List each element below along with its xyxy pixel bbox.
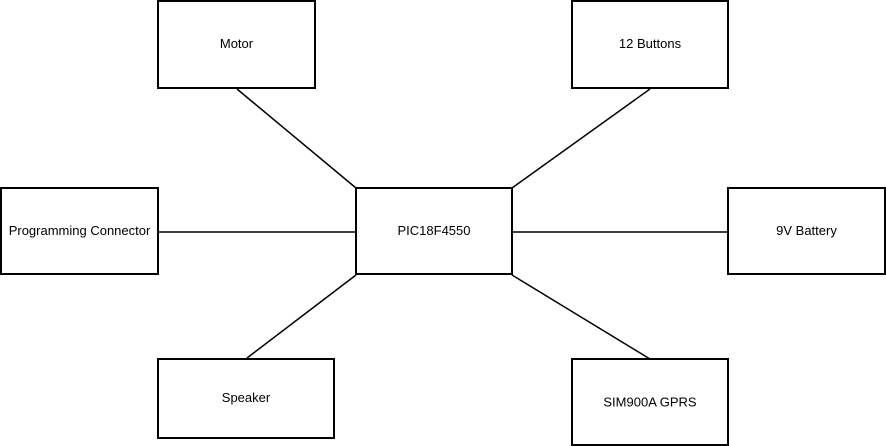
edge-mcu-motor <box>236 88 357 189</box>
gprs-box <box>571 358 729 446</box>
motor-block: Motor <box>157 0 316 89</box>
programming-connector-box <box>0 187 159 275</box>
programming-connector-label: Programming Connector <box>9 223 151 238</box>
mcu-label: PIC18F4550 <box>398 223 471 238</box>
speaker-box <box>157 358 335 439</box>
battery-block: 9V Battery <box>727 187 886 275</box>
programming-connector-block: Programming Connector <box>0 187 159 275</box>
gprs-block: SIM900A GPRS <box>571 358 729 446</box>
buttons-box <box>571 0 729 89</box>
battery-label: 9V Battery <box>776 223 837 238</box>
speaker-label: Speaker <box>222 390 271 405</box>
speaker-block: Speaker <box>157 358 335 439</box>
edge-mcu-buttons <box>511 88 651 189</box>
gprs-label: SIM900A GPRS <box>603 394 697 409</box>
edge-mcu-speaker <box>246 274 357 359</box>
edge-mcu-gprs <box>511 274 651 360</box>
motor-box <box>157 0 316 89</box>
mcu-block: PIC18F4550 <box>355 187 513 275</box>
connections <box>159 88 728 360</box>
mcu-box <box>355 187 513 275</box>
buttons-label: 12 Buttons <box>619 36 682 51</box>
buttons-block: 12 Buttons <box>571 0 729 89</box>
motor-label: Motor <box>220 36 254 51</box>
battery-box <box>727 187 886 275</box>
